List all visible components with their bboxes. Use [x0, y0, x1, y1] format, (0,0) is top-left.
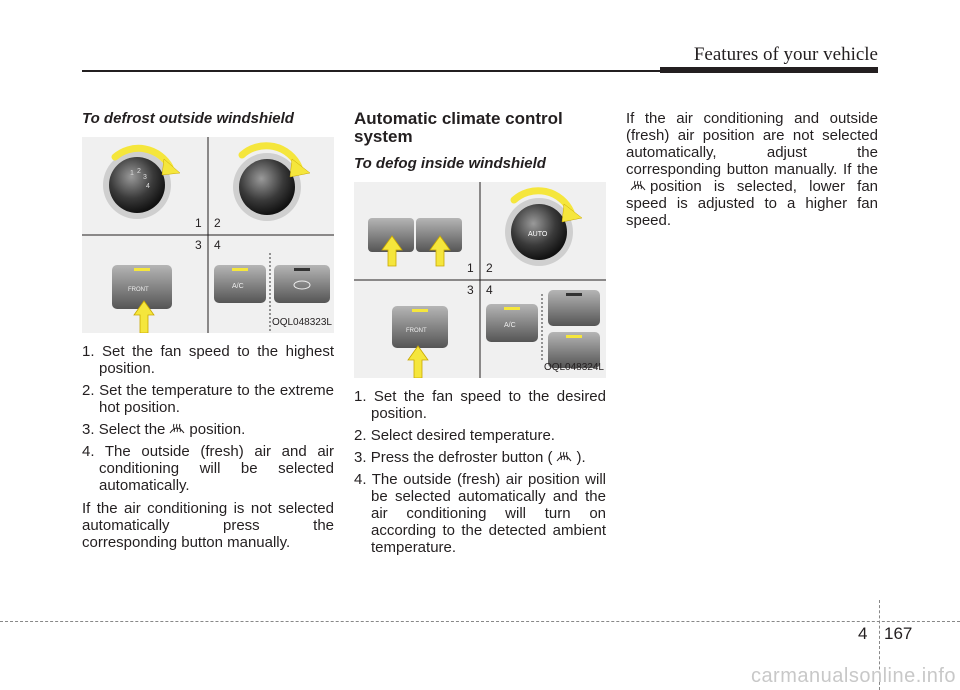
dial-number: 1	[130, 170, 134, 177]
recirculation-button	[548, 290, 600, 326]
fan-down-button	[368, 218, 414, 252]
figure-label: 1	[195, 216, 202, 230]
step-item: 4. The outside (fresh) air and air condi…	[82, 443, 334, 494]
rotate-arrow-icon	[238, 142, 303, 171]
footer-divider	[879, 600, 880, 690]
step-item: 1. Set the fan speed to the desired posi…	[354, 388, 606, 422]
header-bar	[660, 67, 878, 73]
auto-label: AUTO	[528, 231, 548, 238]
column-1: To defrost outside windshield 1 2 3 4	[82, 110, 334, 551]
defrost-illustration: 1 2 3 4 1 2 3 4 FRONT A/C	[82, 137, 334, 333]
figure-label: 2	[214, 216, 221, 230]
step-item: 1. Set the fan speed to the highest posi…	[82, 343, 335, 377]
button-label: A/C	[504, 322, 516, 329]
temperature-dial	[511, 204, 567, 260]
defrost-figure: 1 2 3 4 1 2 3 4 FRONT A/C OQL048	[82, 137, 334, 333]
defog-steps: 1. Set the fan speed to the desired posi…	[354, 388, 606, 556]
footer-rule	[0, 621, 960, 622]
button-label: FRONT	[406, 328, 427, 334]
press-arrow-icon	[429, 235, 451, 267]
dial-number: 2	[137, 168, 141, 175]
step-item: 2. Set the temperature to the extreme ho…	[82, 382, 335, 416]
ac-button	[214, 265, 266, 303]
page-number: 167	[884, 624, 913, 643]
figure-label: 2	[486, 261, 493, 275]
climate-heading: Automatic climate control system	[354, 109, 563, 146]
fan-up-button	[416, 218, 462, 252]
button-label: FRONT	[128, 287, 149, 293]
step-item: 3. Press the defroster button ().	[354, 449, 586, 466]
rotate-arrow-icon	[510, 187, 575, 216]
press-arrow-icon	[133, 300, 155, 333]
press-arrow-icon	[381, 235, 403, 267]
defrost-icon	[169, 423, 185, 434]
watermark: carmanualsonline.info	[750, 665, 956, 687]
dial-number: 4	[146, 183, 150, 190]
figure-label: 3	[195, 238, 202, 252]
step-item: 4. The outside (fresh) air position will…	[354, 471, 606, 556]
front-defrost-button	[392, 306, 448, 348]
step-item: 2. Select desired temperature.	[354, 427, 555, 444]
fan-dial	[109, 157, 165, 213]
defog-heading: To defog inside windshield	[354, 155, 546, 172]
column-2: Automatic climate control system To defo…	[354, 110, 606, 562]
defrost-icon	[557, 451, 572, 462]
figure-label: 4	[214, 238, 221, 252]
figure-code: OQL048324L	[543, 362, 604, 373]
front-defrost-button	[112, 265, 172, 309]
defog-figure: AUTO 1 2 3 4 FRONT A/C OQL048324L	[354, 182, 606, 378]
recirculation-button	[274, 265, 330, 303]
figure-code: OQL048323L	[271, 317, 332, 328]
ac-button	[486, 304, 538, 342]
temperature-dial	[239, 159, 295, 215]
defrost-note: If the air conditioning is not selected …	[82, 500, 334, 551]
dial-number: 3	[143, 174, 147, 181]
button-label: A/C	[232, 283, 244, 290]
section-number: 4	[858, 624, 868, 643]
defog-note: If the air conditioning and outside (fre…	[626, 110, 878, 229]
defrost-icon	[630, 180, 646, 191]
header-rule	[82, 70, 878, 72]
figure-label: 1	[467, 261, 474, 275]
column-3: If the air conditioning and outside (fre…	[626, 110, 878, 229]
defog-illustration: AUTO 1 2 3 4 FRONT A/C	[354, 182, 606, 378]
press-arrow-icon	[407, 345, 429, 378]
figure-label: 3	[467, 283, 474, 297]
figure-label: 4	[486, 283, 493, 297]
defrost-steps: 1. Set the fan speed to the highest posi…	[82, 343, 334, 494]
fresh-air-button	[548, 332, 600, 368]
header-title: Features of your vehicle	[693, 44, 878, 65]
defrost-heading: To defrost outside windshield	[82, 110, 294, 127]
